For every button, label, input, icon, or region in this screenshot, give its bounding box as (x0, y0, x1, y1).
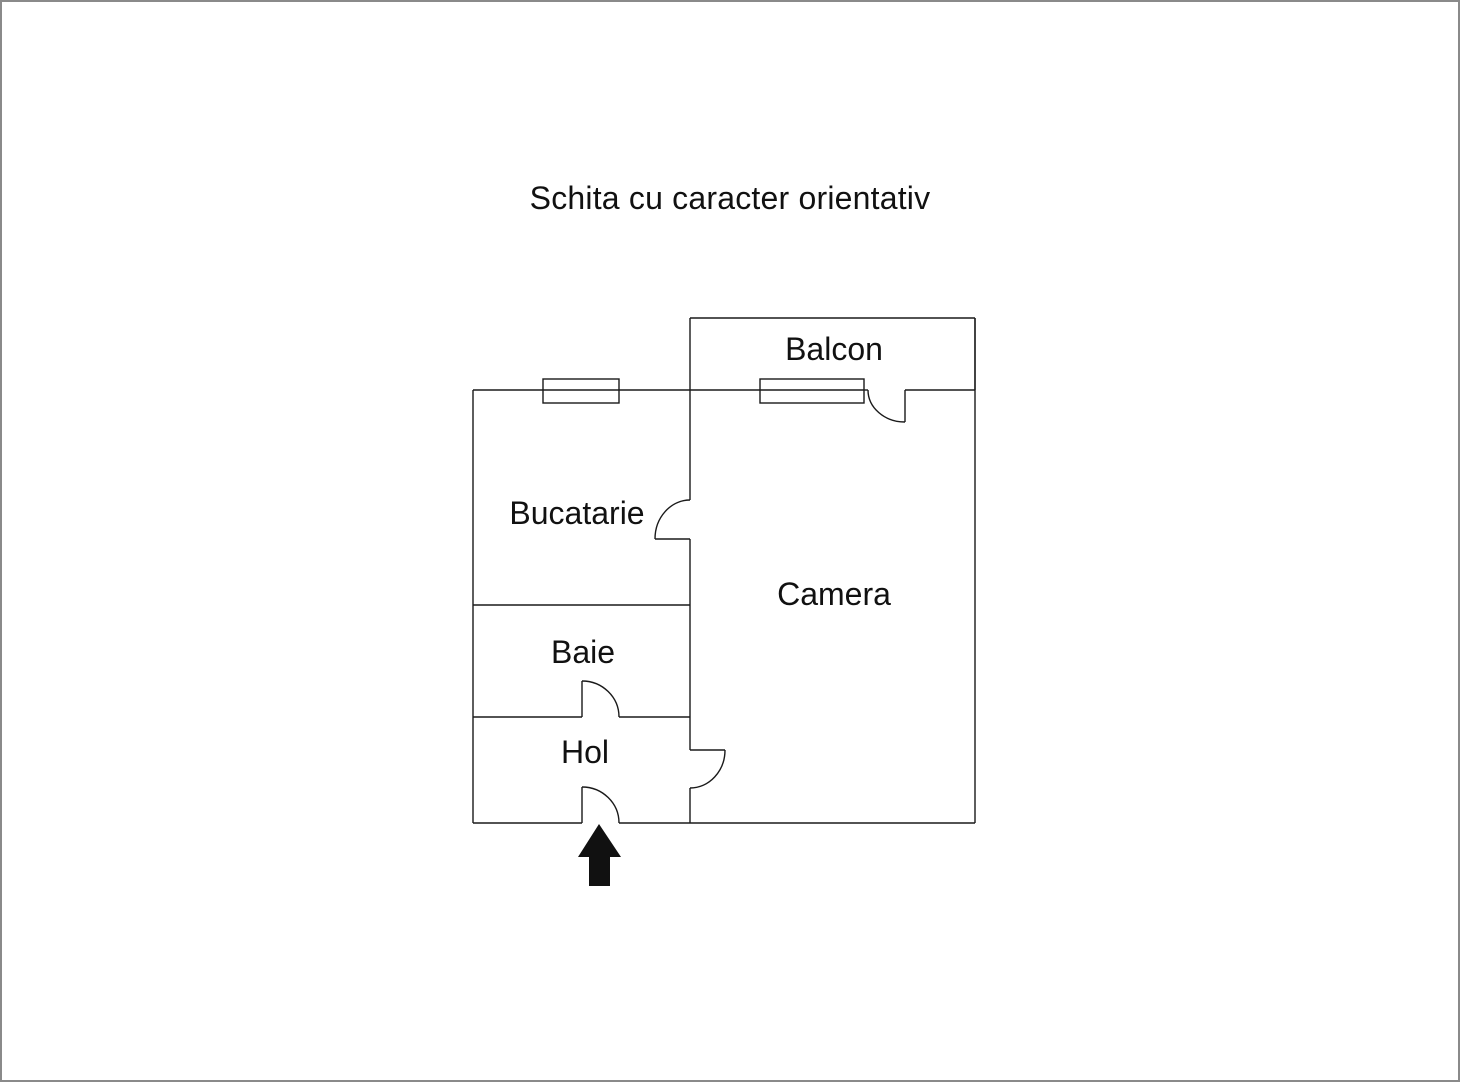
camera-door (689, 749, 726, 789)
room-label-hol: Hol (561, 734, 609, 770)
kitchen-door (654, 499, 691, 540)
balcony-door (867, 389, 906, 423)
kitchen-window (542, 378, 620, 404)
bathroom-door (581, 680, 620, 718)
room-label-balcon: Balcon (785, 331, 883, 367)
plan-title: Schita cu caracter orientativ (529, 180, 931, 216)
room-label-bucatarie: Bucatarie (509, 495, 644, 531)
arrow-up-icon (578, 824, 621, 886)
room-label-baie: Baie (551, 634, 615, 670)
camera-window (759, 378, 865, 404)
room-label-camera: Camera (777, 576, 891, 612)
entrance-door (581, 786, 620, 824)
